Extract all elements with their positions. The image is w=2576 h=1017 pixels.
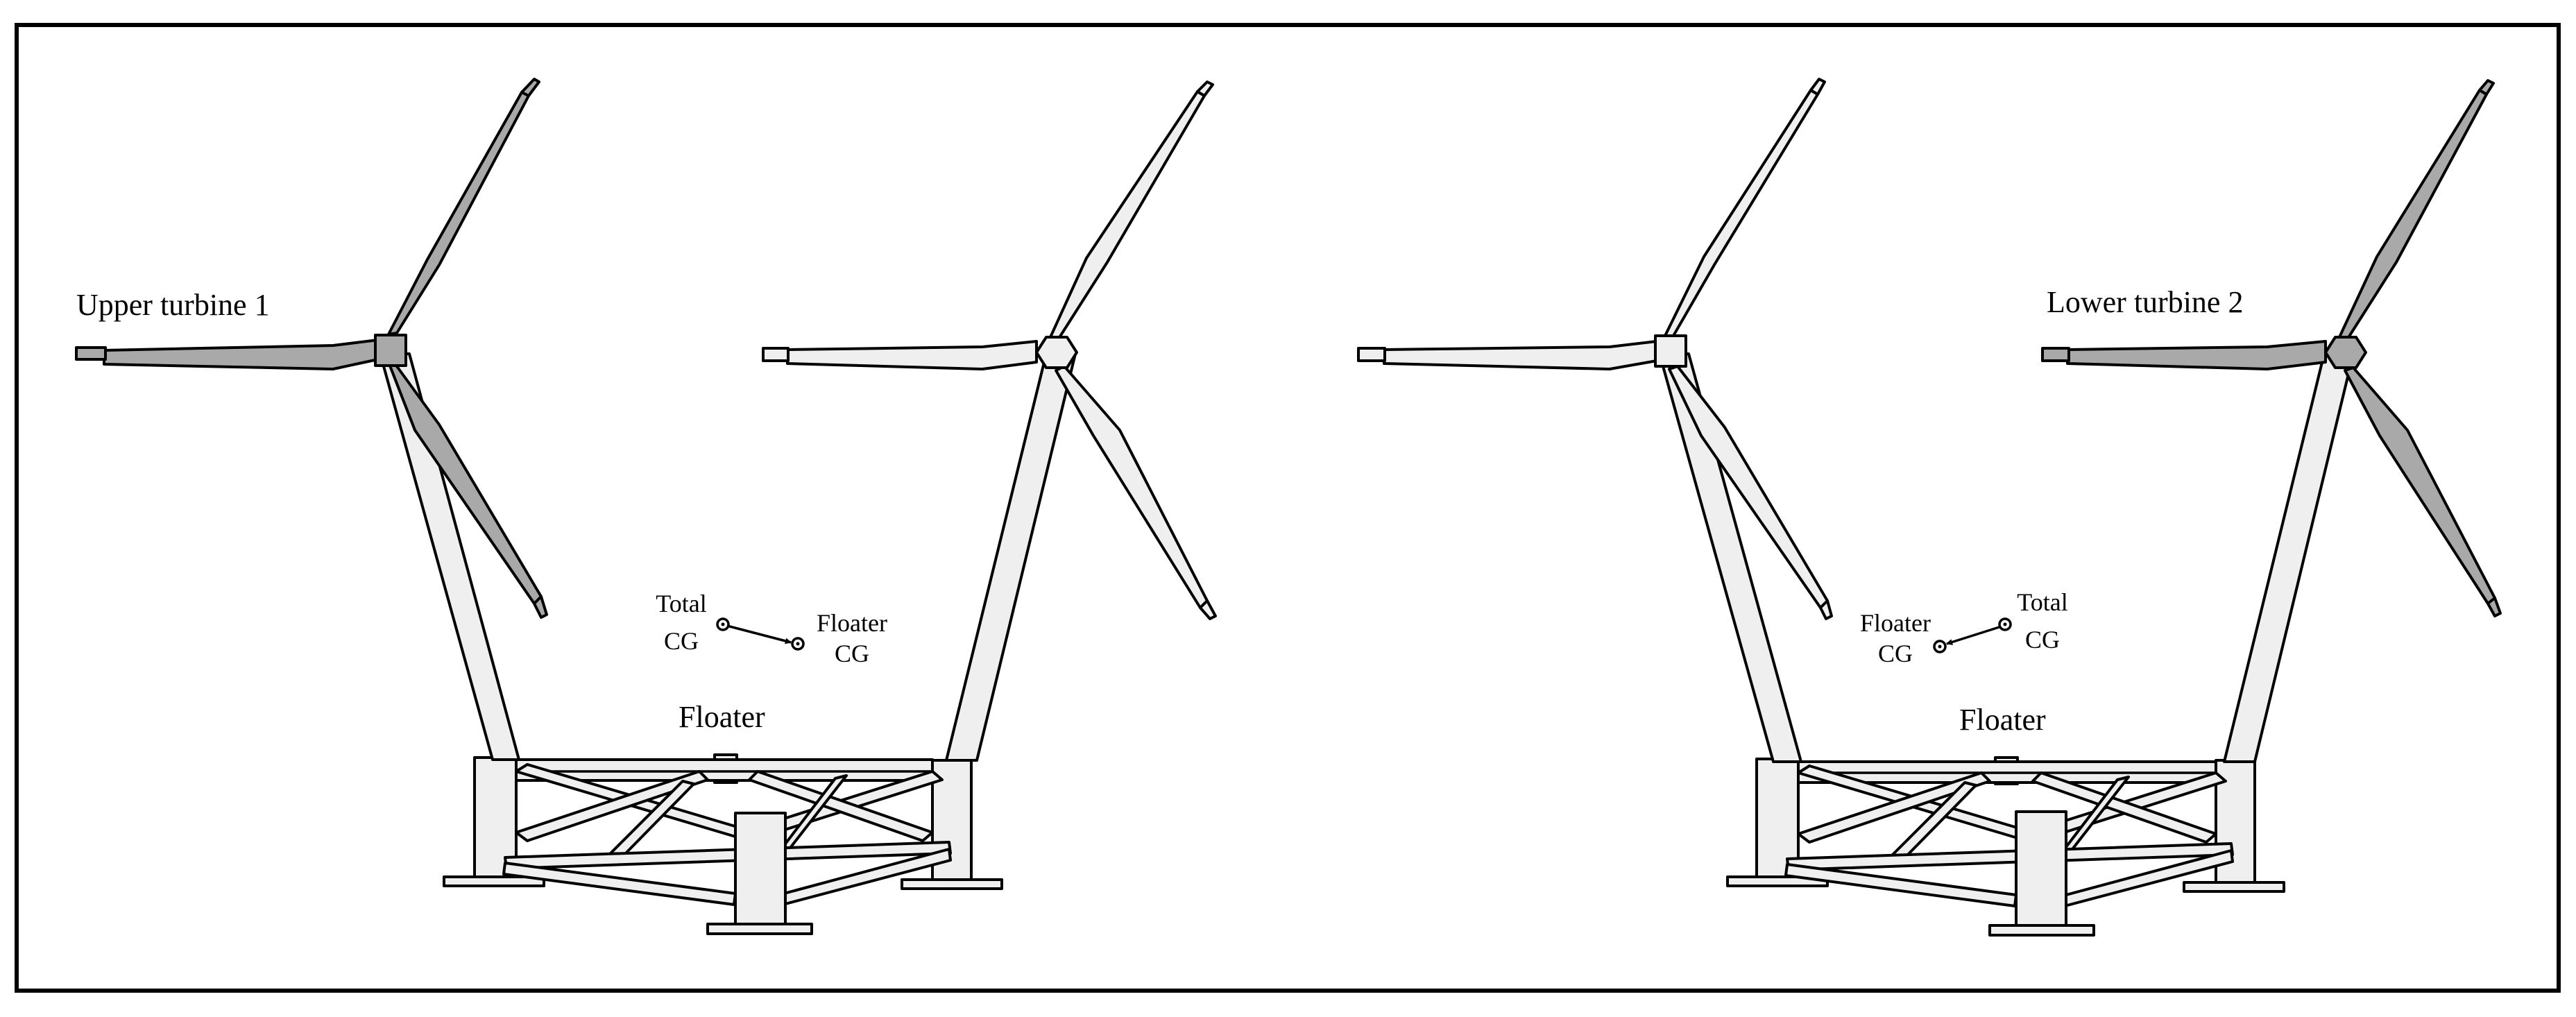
blade-tip	[2041, 347, 2070, 362]
hub	[1654, 334, 1687, 368]
left-tower-2	[945, 352, 1077, 762]
right-column-front	[2015, 810, 2067, 927]
left-brace	[748, 770, 934, 842]
left-cg-markers	[716, 617, 805, 651]
blade	[786, 340, 1038, 370]
blade-tip	[1199, 599, 1217, 620]
hub	[2324, 336, 2367, 369]
right-panel: Lower turbine 2 Floater Floater CG Total…	[1357, 78, 2502, 937]
right-pontoon-lower	[1786, 842, 2234, 871]
left-panel: Upper turbine 1 Floater Total CG Floater…	[75, 78, 1217, 935]
left-rotor-upper-turbine-1	[75, 78, 548, 619]
left-floater-label: Floater	[679, 700, 765, 734]
blade	[103, 339, 379, 370]
blade-tip	[2487, 597, 2502, 617]
right-floater	[1726, 756, 2285, 937]
left-brace	[515, 770, 709, 842]
upper-turbine-1-label: Upper turbine 1	[76, 288, 270, 322]
blade-tip	[2478, 79, 2495, 96]
right-floater-cg-label-line2: CG	[1878, 640, 1913, 667]
blade	[387, 91, 530, 336]
blade-tip	[533, 595, 548, 619]
left-pontoon-top	[515, 758, 934, 782]
blade-tip	[75, 346, 107, 361]
left-floater	[443, 753, 1003, 935]
right-brace	[1797, 771, 1991, 844]
right-floater-cg-label-line1: Floater	[1860, 609, 1931, 637]
lower-turbine-2-label: Lower turbine 2	[2047, 285, 2243, 319]
left-base-plate-front	[706, 923, 813, 935]
left-floater-cg-label-line1: Floater	[817, 609, 887, 637]
right-base-plate-front	[1988, 924, 2095, 937]
blade-tip	[1809, 78, 1826, 96]
right-brace	[2031, 771, 2217, 844]
cg-shift-arrow	[724, 624, 792, 644]
blade	[1049, 90, 1206, 340]
right-total-cg-label-line2: CG	[2025, 626, 2060, 653]
left-pontoon-lower	[504, 841, 952, 870]
figure-border	[15, 23, 2561, 993]
blade	[1055, 365, 1209, 609]
right-tower-1	[1658, 352, 1802, 763]
blade	[2338, 89, 2488, 340]
hub	[1035, 336, 1078, 369]
cg-shift-arrow	[1946, 624, 2004, 645]
blade	[1664, 89, 1819, 337]
right-rotor-first-turbine	[1357, 78, 1833, 620]
right-total-cg-label-line1: Total	[2017, 588, 2067, 616]
right-tower-2	[2223, 352, 2355, 763]
blade	[2344, 366, 2496, 605]
hub	[374, 334, 407, 367]
blade-tip	[1819, 599, 1833, 620]
blade-tip	[762, 347, 790, 362]
right-rotor-lower-turbine-2	[2041, 79, 2502, 617]
blade	[2066, 340, 2327, 370]
left-total-cg-label-line1: Total	[656, 590, 706, 617]
right-floater-label: Floater	[1959, 703, 2046, 737]
blade-tip	[1357, 347, 1386, 362]
right-column-rear-left	[1755, 758, 1800, 878]
blade-tip	[1196, 80, 1214, 97]
left-column-front	[734, 812, 787, 925]
left-total-cg-label-line2: CG	[664, 627, 699, 655]
left-floater-cg-label-line2: CG	[835, 640, 869, 667]
right-cg-markers	[1933, 617, 2012, 653]
blade-tip	[520, 78, 540, 97]
left-rotor-second-turbine	[762, 80, 1217, 620]
blade	[1383, 340, 1658, 370]
left-tower-1	[379, 352, 520, 761]
